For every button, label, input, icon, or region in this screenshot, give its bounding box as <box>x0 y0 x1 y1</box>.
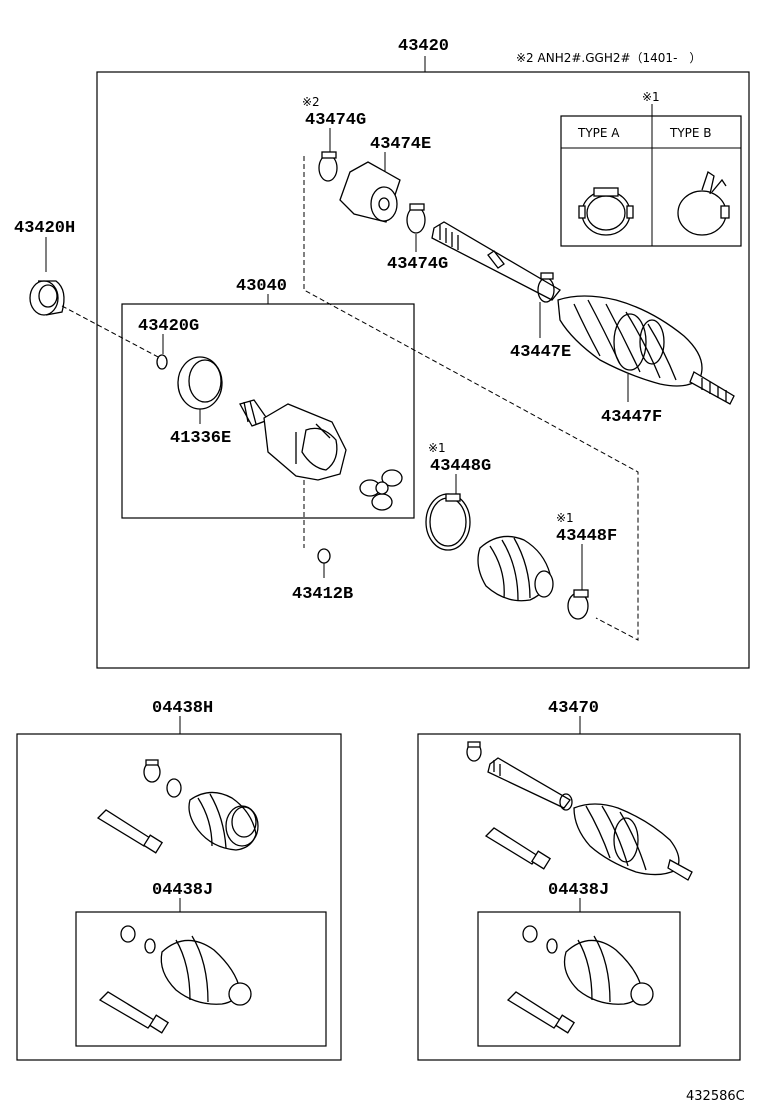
part-43412b-snap-ring <box>317 548 331 564</box>
main-assembly-box <box>96 71 750 669</box>
label-04438j-left: 04438J <box>152 881 213 900</box>
label-04438h: 04438H <box>152 699 213 718</box>
part-43420g-snap-ring <box>156 354 168 370</box>
kit-04438j-right-box <box>477 911 681 1047</box>
part-43420h-seal <box>29 280 65 316</box>
label-43474e: 43474E <box>370 135 431 154</box>
label-43040: 43040 <box>236 277 287 296</box>
label-43412b: 43412B <box>292 585 353 604</box>
type-a-label: TYPE A <box>577 126 620 140</box>
part-tripod <box>359 469 403 511</box>
dashed-guide-assembly <box>303 156 639 641</box>
mark-43448g: ※1 <box>428 441 446 455</box>
label-43420h: 43420H <box>14 219 75 238</box>
note-1-mark: ※1 <box>642 90 660 104</box>
part-43448g-clamp <box>425 493 471 551</box>
part-43474g-clamp-top <box>318 151 338 182</box>
kit-04438j-right-parts <box>506 925 654 1034</box>
clamp-type-box <box>560 115 742 247</box>
part-inner-boot <box>477 535 554 602</box>
note-2-header: ※2 ANH2#.GGH2#（1401- ） <box>516 51 701 65</box>
kit-04438h-parts <box>96 759 259 854</box>
inner-joint-box <box>121 303 415 519</box>
label-43447e: 43447E <box>510 343 571 362</box>
mark-43448f: ※1 <box>556 511 574 525</box>
part-drive-shaft-outer <box>431 221 735 405</box>
kit-04438j-left-parts <box>98 925 252 1034</box>
kit-04438h-box <box>16 733 342 1061</box>
type-a-clamp-icon <box>578 187 634 236</box>
kit-43470-parts <box>466 741 693 881</box>
dashed-guide-43420h <box>61 305 161 359</box>
label-43470: 43470 <box>548 699 599 718</box>
label-43447f: 43447F <box>601 408 662 427</box>
label-41336e: 41336E <box>170 429 231 448</box>
kit-04438j-left-box <box>75 911 327 1047</box>
part-43474e-damper <box>339 161 401 223</box>
part-43448f-clamp <box>567 589 589 620</box>
label-43448g: 43448G <box>430 457 491 476</box>
type-b-clamp-icon <box>677 170 730 236</box>
label-43420g: 43420G <box>138 317 199 336</box>
label-43420: 43420 <box>398 37 449 56</box>
kit-43470-box <box>417 733 741 1061</box>
part-inner-joint-housing <box>239 399 347 481</box>
part-41336e-ring <box>177 356 223 410</box>
type-b-label: TYPE B <box>669 126 712 140</box>
label-04438j-right: 04438J <box>548 881 609 900</box>
label-43474g-top: 43474G <box>305 111 366 130</box>
label-43474g-mid: 43474G <box>387 255 448 274</box>
mark-43474g-top: ※2 <box>302 95 320 109</box>
label-43448f: 43448F <box>556 527 617 546</box>
part-43474g-clamp-mid <box>406 203 426 234</box>
figure-id: 432586C <box>686 1089 745 1104</box>
